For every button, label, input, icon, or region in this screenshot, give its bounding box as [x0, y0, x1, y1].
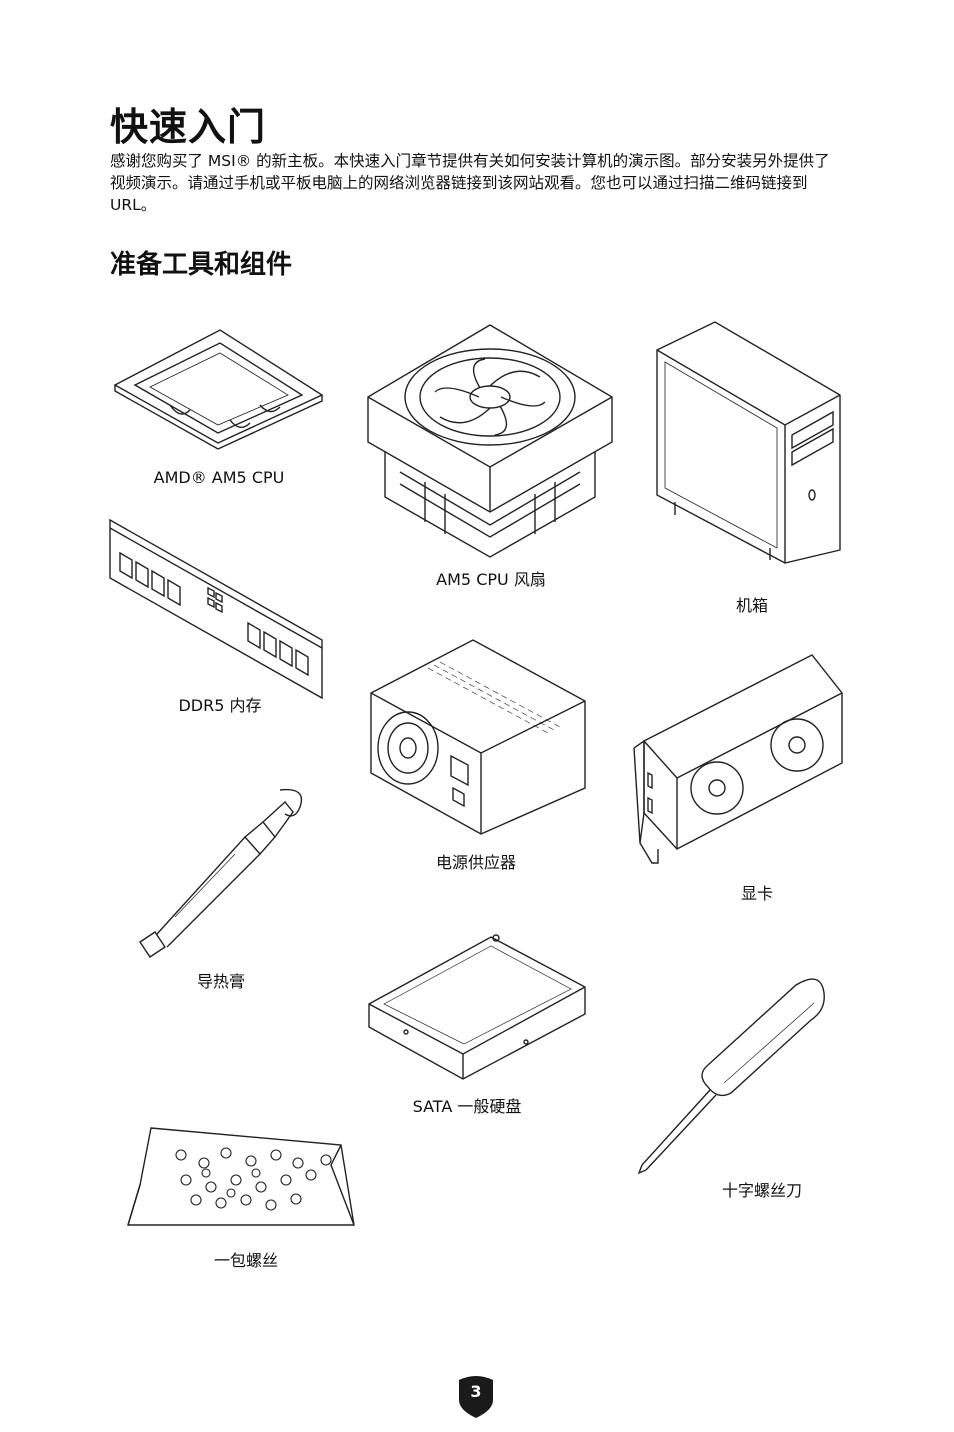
- thermal-paste-label: 导热膏: [196, 972, 246, 991]
- cpu-cooler-illustration: [365, 322, 615, 557]
- psu-illustration: [368, 638, 588, 838]
- screws-bag-illustration: [126, 1125, 358, 1233]
- cpu-illustration: [110, 325, 325, 445]
- hdd-label: SATA 一般硬盘: [412, 1097, 522, 1116]
- gpu-label: 显卡: [740, 884, 774, 903]
- thermal-paste-illustration: [135, 782, 307, 960]
- screws-bag-label: 一包螺丝: [213, 1251, 279, 1270]
- cpu-cooler-label: AM5 CPU 风扇: [436, 570, 546, 589]
- shield-icon: [459, 1376, 493, 1418]
- intro-paragraph: 感谢您购买了 MSI® 的新主板。本快速入门章节提供有关如何安装计算机的演示图。…: [110, 152, 830, 214]
- screwdriver-label: 十字螺丝刀: [721, 1181, 803, 1200]
- gpu-illustration: [632, 653, 844, 868]
- screwdriver-illustration: [636, 975, 828, 1175]
- hdd-illustration: [366, 932, 588, 1082]
- page-number: 3: [470, 1382, 482, 1401]
- page-title: 快速入门: [110, 105, 267, 149]
- ram-label: DDR5 内存: [178, 696, 262, 715]
- case-illustration: [655, 320, 845, 565]
- section-title: 准备工具和组件: [110, 250, 293, 280]
- psu-label: 电源供应器: [435, 853, 517, 872]
- cpu-label: AMD® AM5 CPU: [153, 468, 285, 487]
- case-label: 机箱: [735, 596, 769, 615]
- ram-illustration: [108, 518, 326, 700]
